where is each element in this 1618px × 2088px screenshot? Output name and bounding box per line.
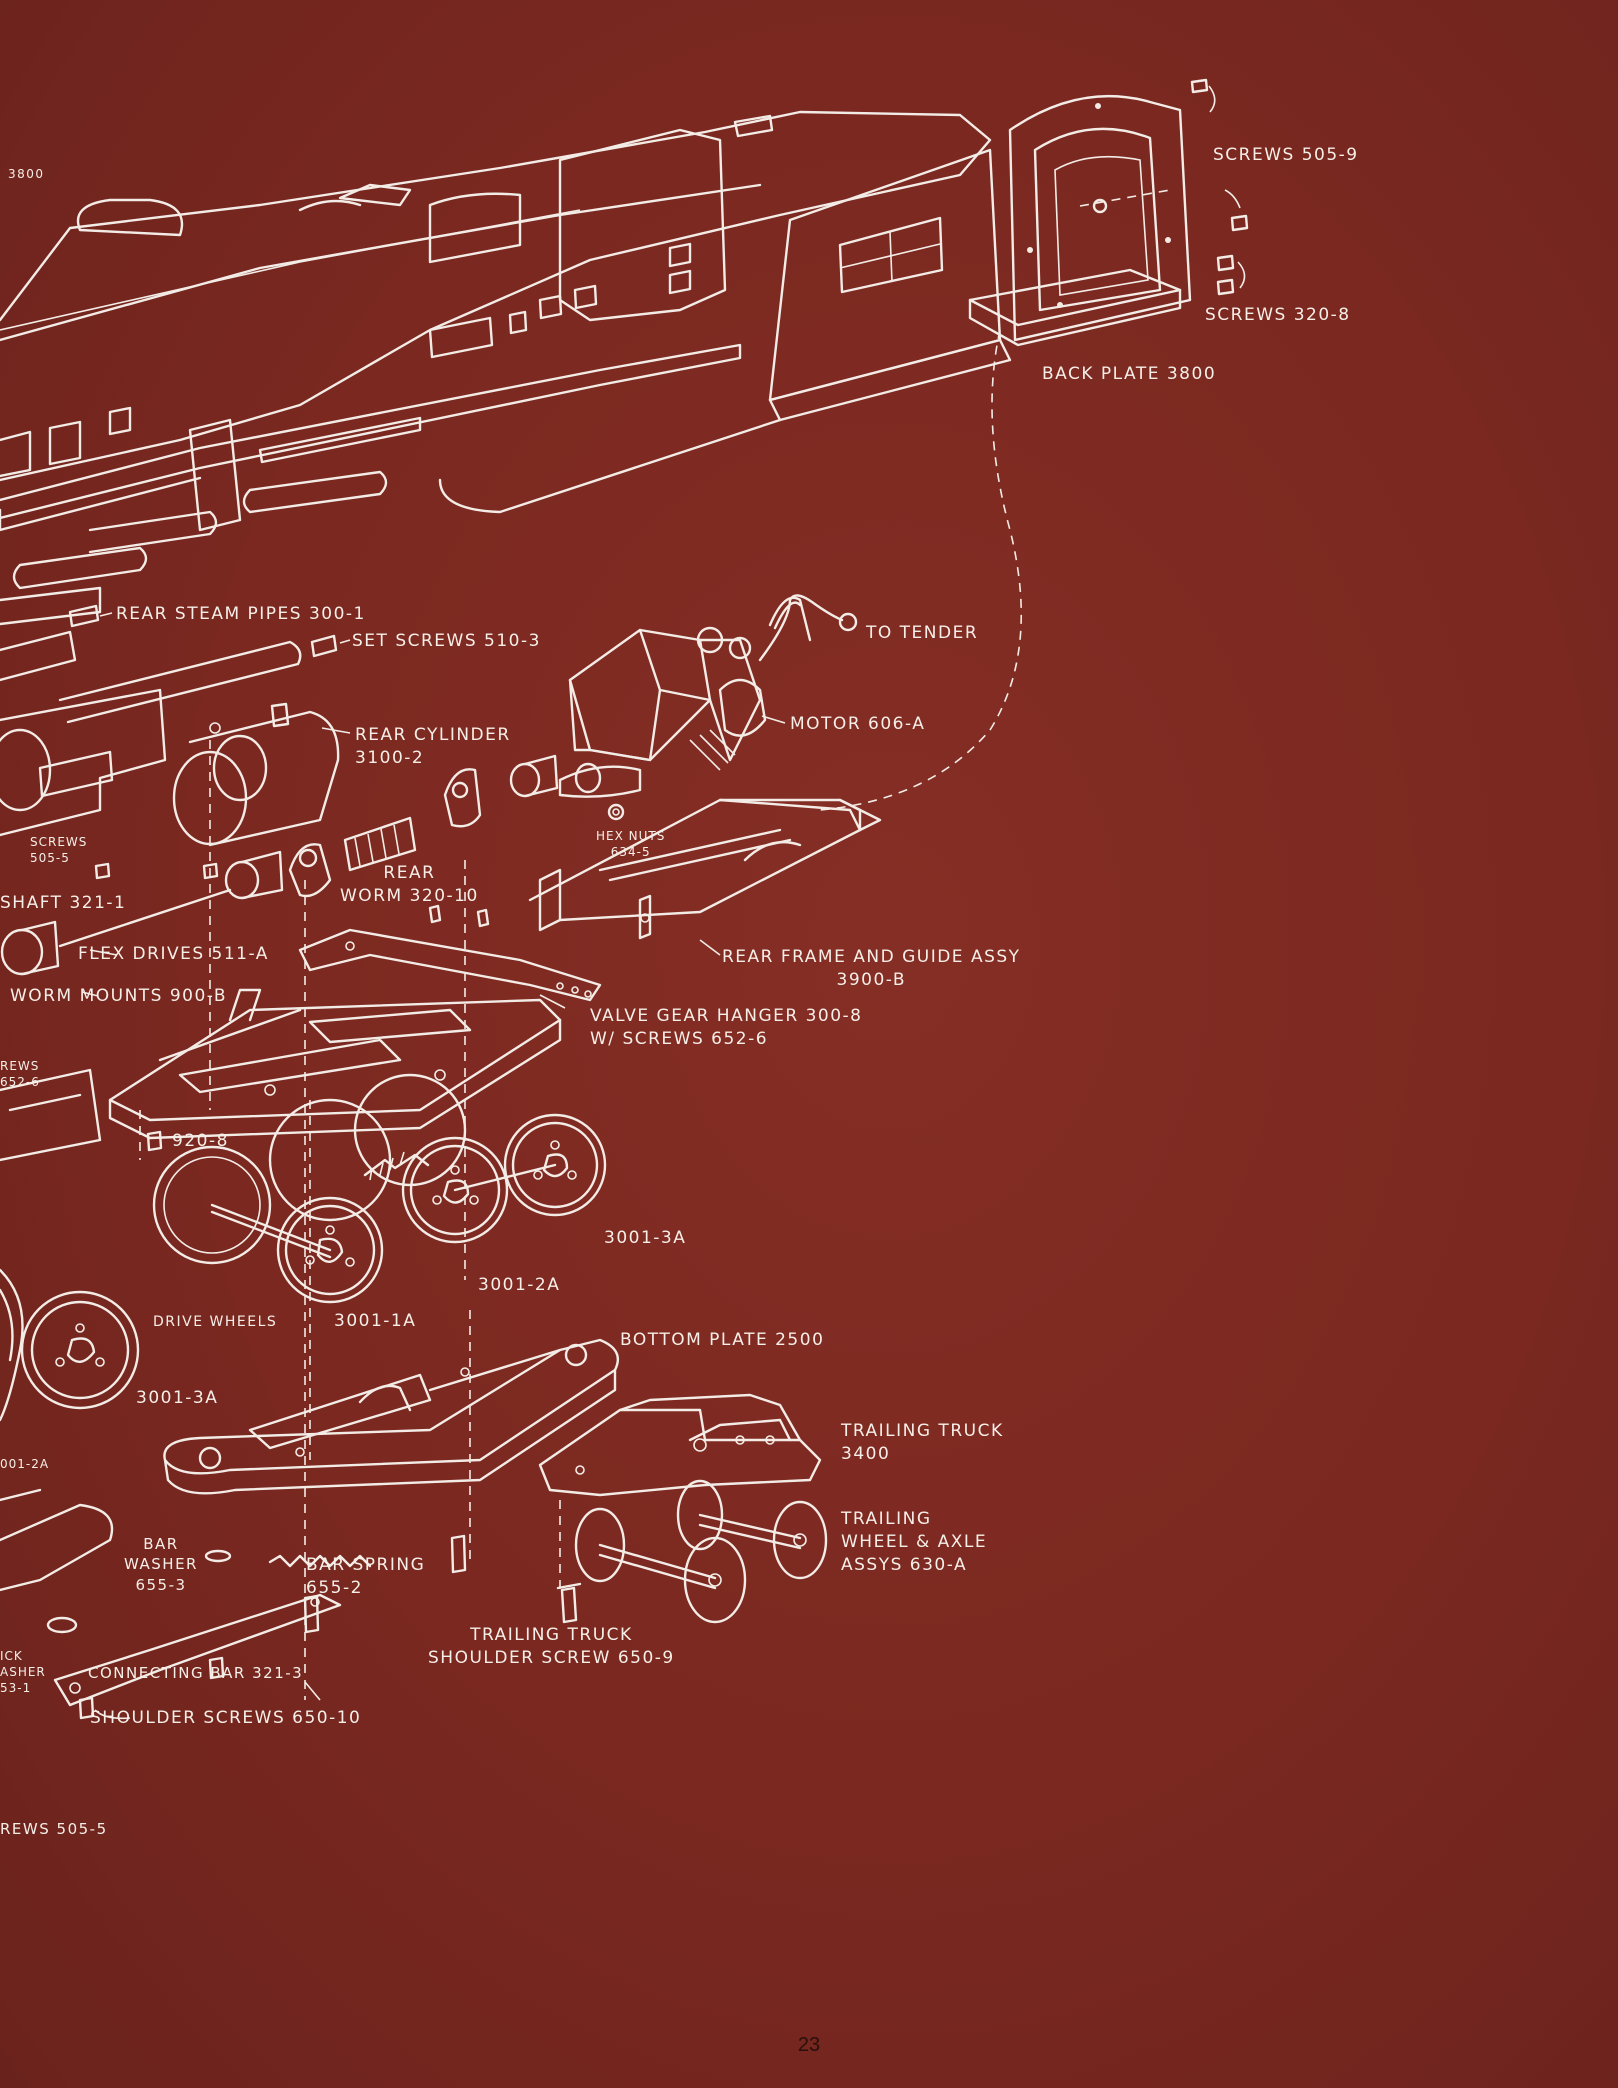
bar-spring-655-2 <box>268 1554 372 1568</box>
tender-wire <box>758 594 844 662</box>
rear-worm-320-10 <box>343 816 417 872</box>
tender-connector <box>838 612 858 632</box>
label-rear-frame: REAR FRAME AND GUIDE ASSY 3900-B <box>722 947 1021 990</box>
label-trailing-truck: TRAILING TRUCK 3400 <box>841 1421 1004 1464</box>
label-connecting-bar: CONNECTING BAR 321-3 <box>88 1664 304 1682</box>
label-920-8: 920-8 <box>172 1131 229 1151</box>
assembly-guide-lines <box>139 740 561 1700</box>
label-screws-320-8: SCREWS 320-8 <box>1205 305 1351 325</box>
rear-cylinder-3100-2 <box>172 702 340 847</box>
trailing-wheel-axle-630-a <box>574 1479 828 1624</box>
label-shoulder-screws: SHOULDER SCREWS 650-10 <box>90 1708 362 1728</box>
label-screws-652-6-cut: REWS 652-6 <box>0 1059 40 1090</box>
label-screws-505-9: SCREWS 505-9 <box>1213 145 1359 165</box>
worm-mount-universal <box>288 768 482 898</box>
cut-frame-left <box>0 1068 102 1162</box>
label-rear-cylinder: REAR CYLINDER 3100-2 <box>355 725 511 768</box>
label-bottom-plate: BOTTOM PLATE 2500 <box>620 1330 825 1350</box>
main-frame-worm-mounts <box>108 988 562 1140</box>
label-shaft: SHAFT 321-1 <box>0 893 127 913</box>
drive-wheel-3001-2a <box>268 1073 509 1244</box>
leader-arrows <box>81 612 786 1720</box>
drive-wheel-3001-1a <box>152 1145 384 1304</box>
cut-parts-left <box>0 1488 114 1634</box>
cab <box>438 148 1012 514</box>
set-screws-510-3 <box>310 634 338 658</box>
page-number: 23 <box>797 2034 821 2056</box>
bottom-plate-2500 <box>163 1338 620 1495</box>
label-3001-1a: 3001-1A <box>334 1311 417 1331</box>
flex-drives-511-a <box>0 754 559 976</box>
drive-wheel-3001-3a <box>453 1113 607 1217</box>
rear-frame-guide-assy-3900-b <box>528 798 882 940</box>
label-screws-505-5-small: SCREWS 505-5 <box>30 835 88 866</box>
label-washer-cut: ICK ASHER 53-1 <box>0 1649 46 1696</box>
connecting-bar-321-3 <box>53 1593 342 1707</box>
label-motor: MOTOR 606-A <box>790 714 926 734</box>
label-rear-steam-pipes: REAR STEAM PIPES 300-1 <box>116 604 366 624</box>
label-bar-washer: BAR WASHER 655-3 <box>124 1535 198 1594</box>
screws-505-5-small <box>94 862 219 880</box>
label-to-tender: TO TENDER <box>866 623 979 643</box>
shaft-321-1 <box>58 888 232 948</box>
label-flex-drives: FLEX DRIVES 511-A <box>78 944 269 964</box>
label-bar-spring: BAR SPRING 655-2 <box>306 1555 426 1598</box>
drive-wheel-left-3001-3a <box>0 1268 140 1422</box>
screws-505-9 <box>1190 78 1249 232</box>
label-3001-2a: 3001-2A <box>478 1275 561 1295</box>
bar-washer-655-3 <box>204 1549 232 1563</box>
screw-920-8 <box>146 1130 163 1152</box>
running-board <box>0 343 742 532</box>
trailing-truck-shoulder-screw-650-9 <box>556 1582 582 1624</box>
gauges-panel <box>0 242 692 478</box>
trailing-truck-3400 <box>538 1393 822 1497</box>
label-3001-3a: 3001-3A <box>604 1228 687 1248</box>
rear-steam-pipes-300-1 <box>0 604 302 724</box>
steam-pipes-upper <box>0 470 388 626</box>
label-cut-top: 3800 <box>8 167 45 181</box>
label-set-screws: SET SCREWS 510-3 <box>352 631 541 651</box>
screws-320-8 <box>1216 254 1246 296</box>
back-plate-3800 <box>968 94 1192 347</box>
valve-gear-hanger-300-8 <box>298 904 602 1002</box>
label-rear-worm: REAR WORM 320-10 <box>340 863 479 906</box>
label-drive-wheels: DRIVE WHEELS <box>153 1314 278 1330</box>
label-trailing-wheel: TRAILING WHEEL & AXLE ASSYS 630-A <box>841 1509 988 1575</box>
label-valve-gear-hanger: VALVE GEAR HANGER 300-8 W/ SCREWS 652-6 <box>590 1006 863 1049</box>
label-trailing-truck-screw: TRAILING TRUCK SHOULDER SCREW 650-9 <box>428 1625 675 1668</box>
label-3001-3a-left: 3001-3A <box>136 1388 219 1408</box>
label-hex-nuts: HEX NUTS 634-5 <box>596 829 666 860</box>
hex-nuts-634-5 <box>607 803 625 821</box>
label-worm-mounts: WORM MOUNTS 900-B <box>10 986 227 1006</box>
cylinder-saddle-left <box>0 688 167 837</box>
drive-gear <box>363 1151 430 1181</box>
motor-606-a <box>558 596 812 798</box>
back-plate-guide-line <box>819 329 1022 811</box>
boiler-shell <box>0 110 992 482</box>
label-cut-2a: 001-2A <box>0 1457 50 1471</box>
label-screws-505-5: REWS 505-5 <box>0 1820 108 1838</box>
label-back-plate: BACK PLATE 3800 <box>1042 364 1217 384</box>
